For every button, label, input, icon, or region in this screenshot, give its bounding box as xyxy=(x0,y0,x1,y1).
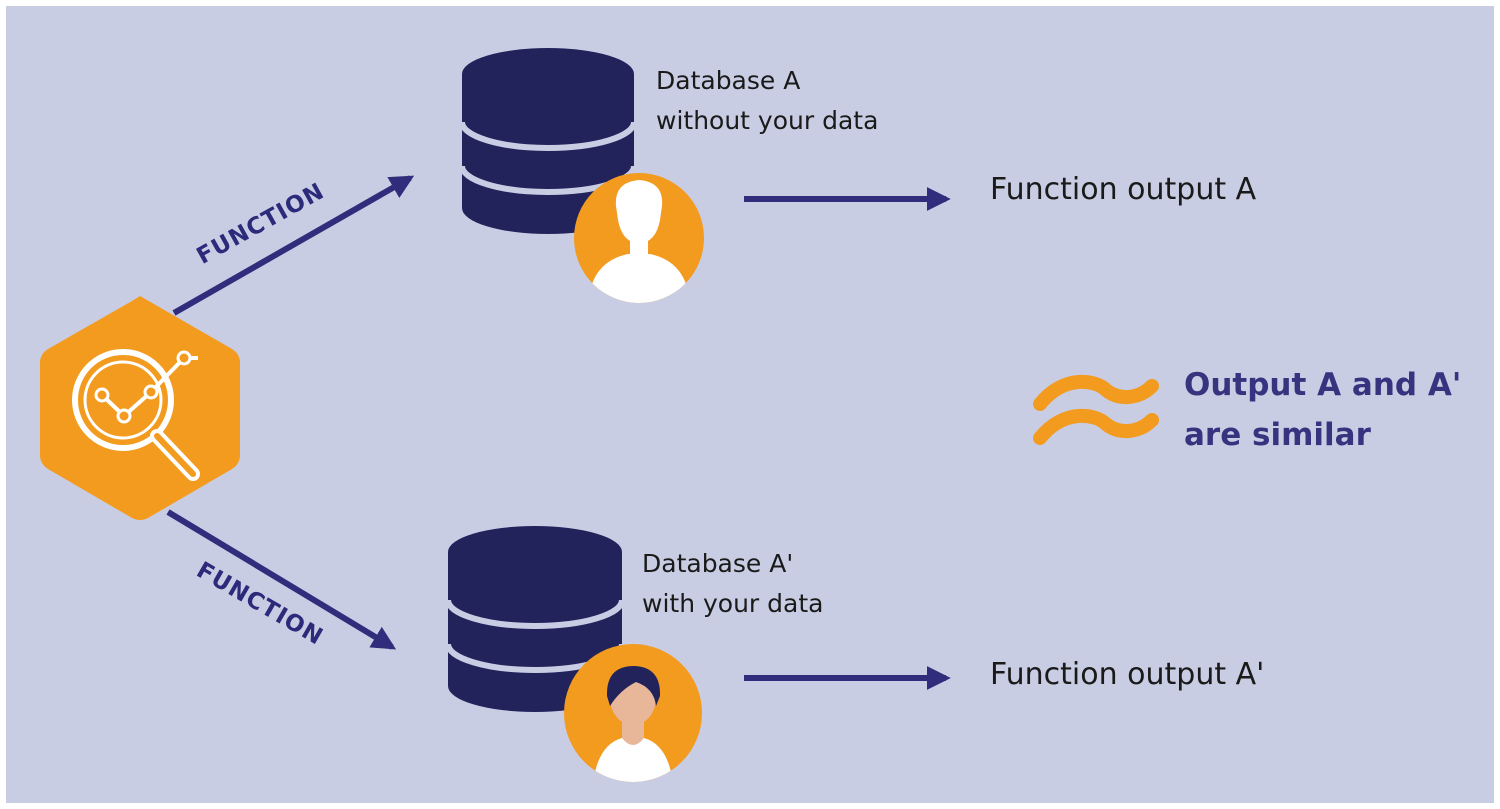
database-a-prime-title: Database A' xyxy=(642,549,794,578)
diagram-canvas: FUNCTION FUNCTION Database A without you… xyxy=(6,6,1494,803)
database-icon xyxy=(459,48,637,234)
analytics-magnifier-icon xyxy=(40,296,240,520)
function-arrow-upper xyxy=(172,175,415,316)
person-silhouette-icon xyxy=(574,173,704,303)
similarity-line-1: Output A and A' xyxy=(1184,367,1462,403)
function-arrow-lower xyxy=(166,509,397,650)
database-a-prime-subtitle: with your data xyxy=(642,589,824,618)
approximately-equal-icon xyxy=(1033,374,1159,445)
similarity-line-2: are similar xyxy=(1184,417,1371,453)
function-output-a-prime: Function output A' xyxy=(990,657,1265,692)
database-a-subtitle: without your data xyxy=(656,106,879,135)
diagram-graphics xyxy=(40,48,1159,782)
function-output-a: Function output A xyxy=(990,172,1257,207)
person-avatar-icon xyxy=(564,644,702,782)
database-a-title: Database A xyxy=(656,66,801,95)
